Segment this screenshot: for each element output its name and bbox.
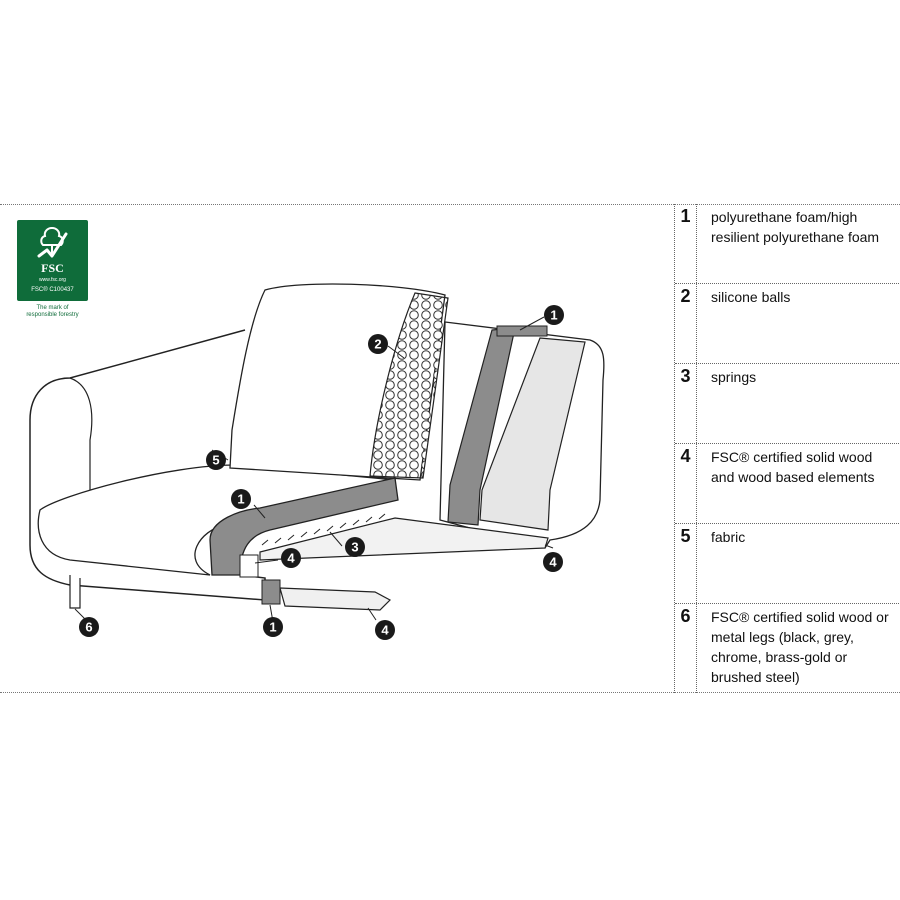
legend-number: 6: [675, 604, 697, 693]
callout-number: 6: [85, 620, 92, 635]
fsc-logo-url: www.fsc.org: [39, 277, 66, 283]
callout-marker: 2: [368, 334, 388, 354]
callout-marker: 1: [263, 617, 283, 637]
legend-number: 5: [675, 524, 697, 603]
silicone-balls-layer: [369, 292, 449, 479]
callout-circle: [206, 450, 226, 470]
callout-circle: [281, 548, 301, 568]
callout-number: 1: [269, 620, 276, 635]
legend-text: FSC® certified solid wood and wood based…: [711, 449, 875, 485]
callout-number: 2: [374, 337, 381, 352]
legend-text: springs: [711, 369, 757, 385]
sofa-leg: [69, 575, 81, 609]
fsc-tagline-line: responsible forestry: [26, 312, 79, 318]
callout-marker: 1: [231, 489, 251, 509]
callout-number: 5: [212, 453, 219, 468]
callout-circle: [345, 537, 365, 557]
callout-marker: 3: [345, 537, 365, 557]
legend-row: 6 FSC® certified solid wood or metal leg…: [675, 604, 899, 693]
top-foam-cap: [496, 325, 548, 337]
callout-circle: [79, 617, 99, 637]
callout-marker: 4: [281, 548, 301, 568]
springs: [261, 513, 386, 546]
back-frame-inner: [479, 337, 586, 531]
legend-number: 1: [675, 204, 697, 283]
sofa-cross-section-diagram: 1 2 5 1 4 3 4 1 4 6: [29, 283, 605, 640]
fsc-logo-name: FSC: [41, 261, 64, 275]
callout-circle: [375, 620, 395, 640]
legend-row: 4 FSC® certified solid wood and wood bas…: [675, 444, 899, 524]
callout-circle: [368, 334, 388, 354]
legend-text: silicone balls: [711, 289, 791, 305]
legend-row: 1 polyurethane foam/high resilient polyu…: [675, 204, 899, 284]
callout-number: 1: [237, 492, 244, 507]
callout-marker: 4: [543, 552, 563, 572]
callout-number: 4: [549, 555, 557, 570]
callout-marker: 5: [206, 450, 226, 470]
callout-marker: 4: [375, 620, 395, 640]
callout-number: 1: [550, 308, 557, 323]
callout-number: 4: [287, 551, 295, 566]
legend-text: fabric: [711, 529, 746, 545]
fsc-tagline-line: The mark of: [36, 305, 69, 311]
callout-marker: 6: [79, 617, 99, 637]
armrest-inner-curve: [69, 377, 93, 500]
legend-row: 5 fabric: [675, 524, 899, 604]
callout-circle: [231, 489, 251, 509]
front-foam-block: [261, 579, 281, 605]
legend-row: 2 silicone balls: [675, 284, 899, 364]
callout-marker: 1: [544, 305, 564, 325]
callouts: 1 2 5 1 4 3 4 1 4 6: [79, 305, 564, 640]
leader-lines: [74, 316, 554, 623]
seat-rail-wood: [259, 517, 549, 561]
fsc-tagline: The mark of responsible forestry: [17, 305, 88, 319]
legend-row: 3 springs: [675, 364, 899, 444]
callout-number: 4: [381, 623, 389, 638]
tree-check-icon: [37, 226, 68, 258]
callout-circle: [263, 617, 283, 637]
legend-text: polyurethane foam/high resilient polyure…: [711, 209, 880, 245]
legend-table: 1 polyurethane foam/high resilient polyu…: [674, 204, 899, 693]
legend-number: 4: [675, 444, 697, 523]
front-wood-batten: [279, 587, 391, 611]
figure-frame: [0, 204, 900, 693]
callout-number: 3: [351, 540, 358, 555]
legend-number: 2: [675, 284, 697, 363]
fsc-logo: FSC www.fsc.org FSC® C100437: [17, 220, 88, 301]
seat-wood-block: [239, 554, 259, 578]
legend-text: FSC® certified solid wood or metal legs …: [711, 609, 889, 685]
callout-circle: [544, 305, 564, 325]
callout-circle: [543, 552, 563, 572]
legend-number: 3: [675, 364, 697, 443]
fsc-logo-code: FSC® C100437: [31, 287, 74, 293]
